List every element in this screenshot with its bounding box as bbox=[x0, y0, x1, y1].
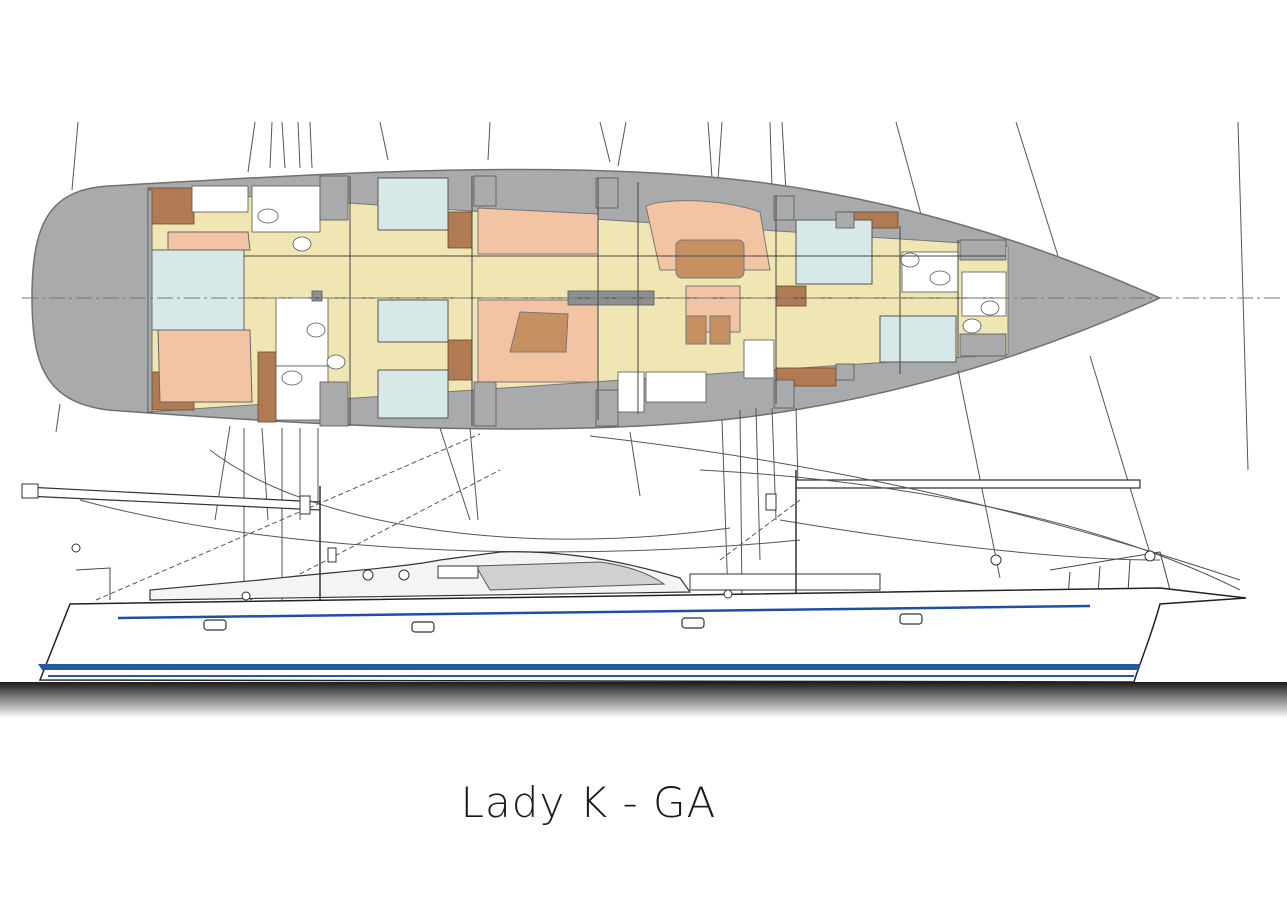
aft-master-cabin bbox=[149, 185, 253, 403]
plan-view bbox=[22, 121, 1282, 600]
aft-heads bbox=[251, 185, 346, 421]
guest-cabins bbox=[377, 177, 957, 419]
rails bbox=[75, 551, 1171, 600]
waterline-band bbox=[0, 682, 1287, 718]
forward-spar bbox=[795, 479, 1141, 489]
cove-stripe bbox=[117, 604, 1091, 620]
boot-stripe bbox=[38, 664, 1140, 670]
galley bbox=[617, 339, 775, 413]
plan-lower-rigging bbox=[55, 355, 1153, 600]
deckhouse bbox=[149, 551, 881, 601]
rig-curves bbox=[79, 433, 1241, 601]
drawing-title: Lady K - GA bbox=[460, 778, 717, 827]
profile-view bbox=[21, 433, 1247, 683]
saloon bbox=[477, 200, 771, 383]
plan-rigging-lines bbox=[71, 121, 1249, 471]
deck-fittings bbox=[71, 493, 1156, 601]
bulkheads bbox=[147, 175, 1007, 427]
portlights bbox=[203, 613, 923, 633]
profile-hull bbox=[38, 587, 1247, 683]
masts bbox=[319, 470, 797, 600]
